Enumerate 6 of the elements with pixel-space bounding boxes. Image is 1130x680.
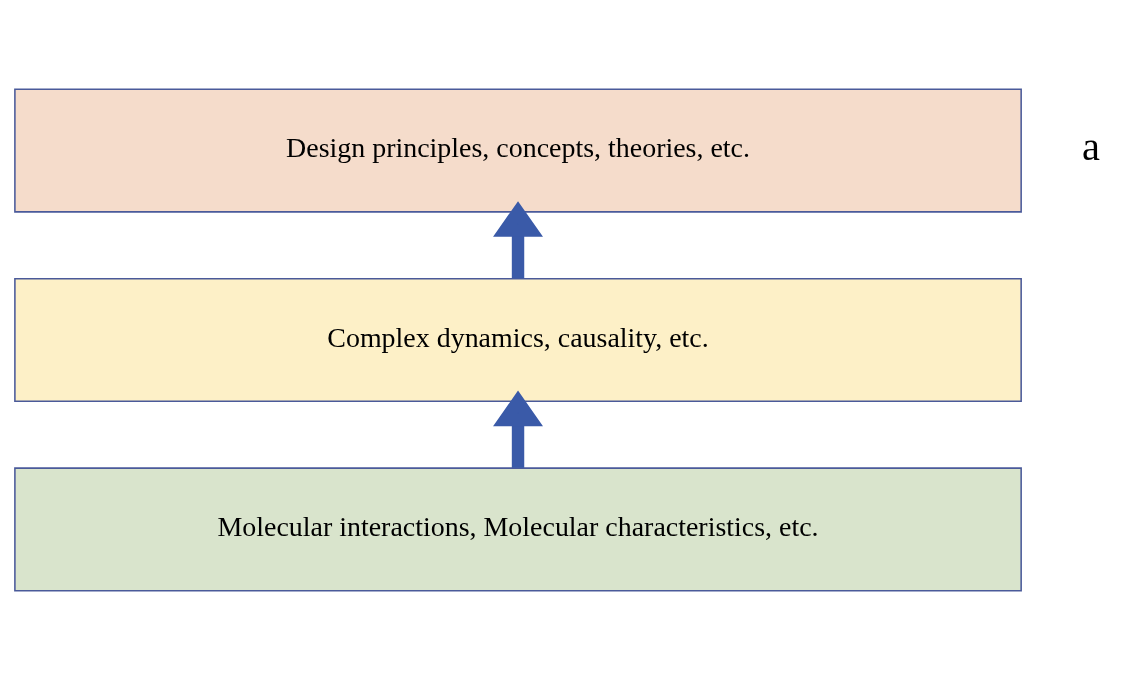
arrow bbox=[493, 201, 543, 279]
node-box: Design principles, concepts, theories, etc. bbox=[14, 88, 1022, 213]
node-box: Molecular interactions, Molecular characteristics, etc. bbox=[14, 467, 1022, 592]
label: a bbox=[1082, 124, 1100, 170]
node-box: Complex dynamics, causality, etc. bbox=[14, 277, 1022, 403]
arrow bbox=[493, 390, 543, 468]
